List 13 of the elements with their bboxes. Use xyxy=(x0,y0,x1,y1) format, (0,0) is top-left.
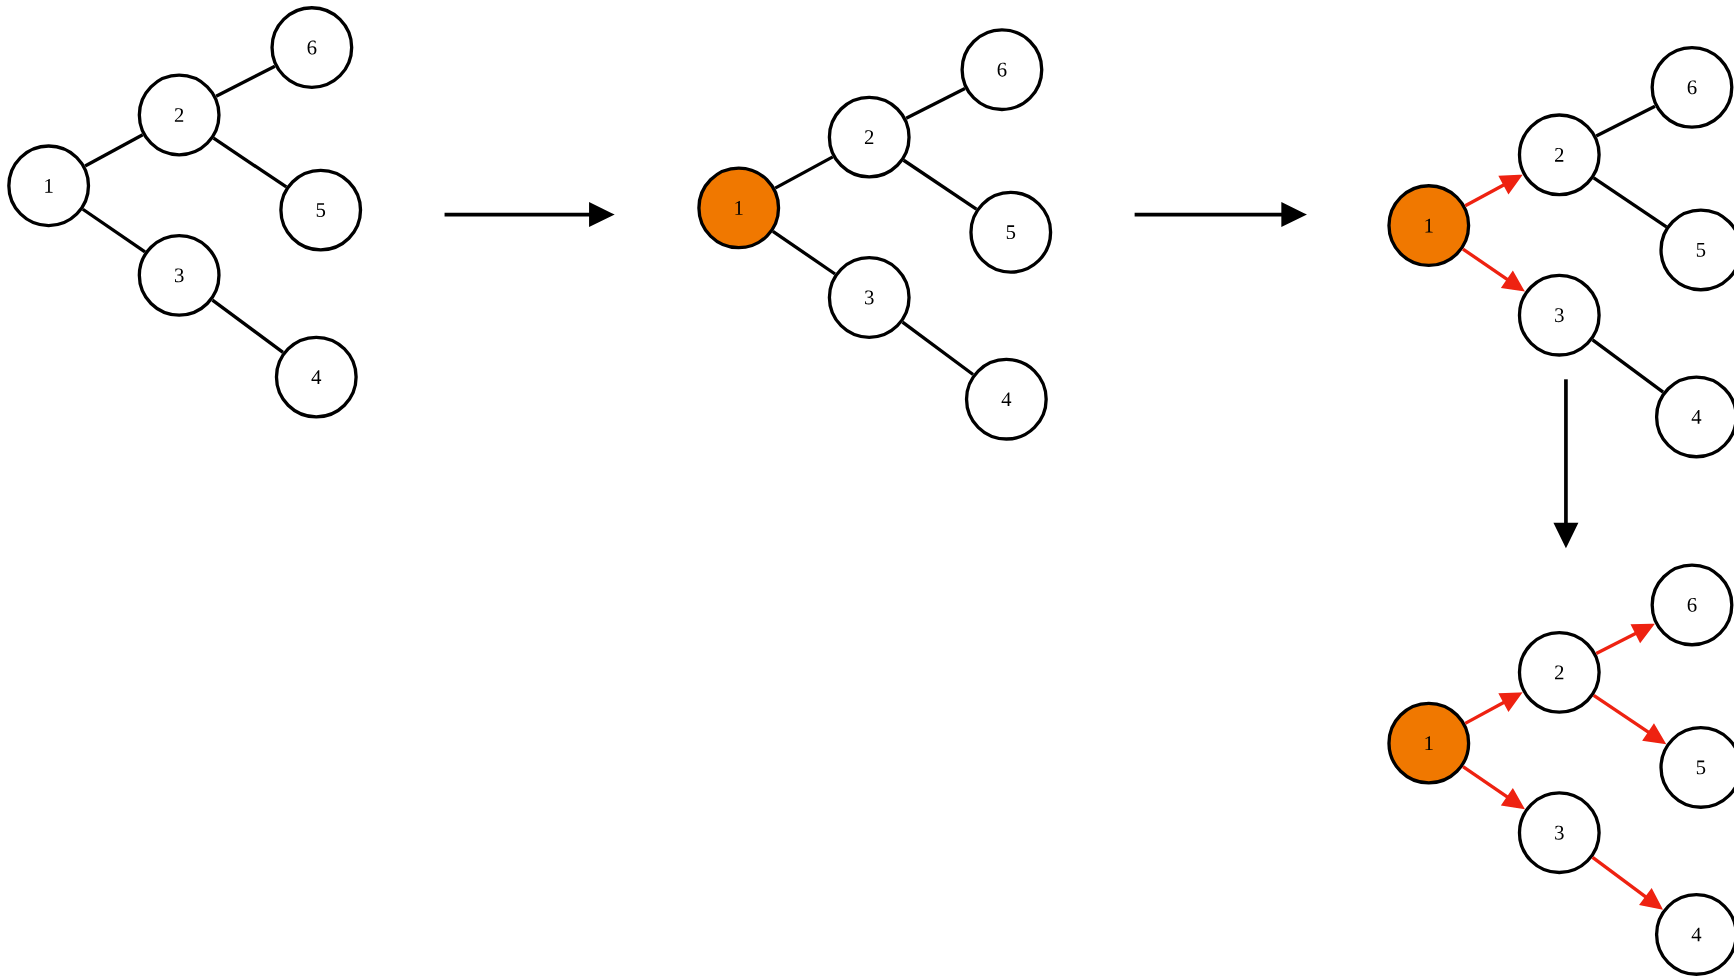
tree-edge xyxy=(215,64,276,98)
tree-edge xyxy=(212,136,288,189)
tree-edge xyxy=(1595,104,1656,138)
tree-edge xyxy=(1592,176,1668,228)
tree-edge xyxy=(902,158,978,211)
tree-edge xyxy=(211,298,284,354)
tree-edge xyxy=(81,207,146,254)
tree-edge xyxy=(1591,338,1665,394)
tree-edge xyxy=(901,320,975,376)
tree-edge xyxy=(774,155,834,190)
tree-edge xyxy=(771,229,836,276)
tree-edge xyxy=(84,133,144,168)
tree-edge xyxy=(905,86,966,120)
